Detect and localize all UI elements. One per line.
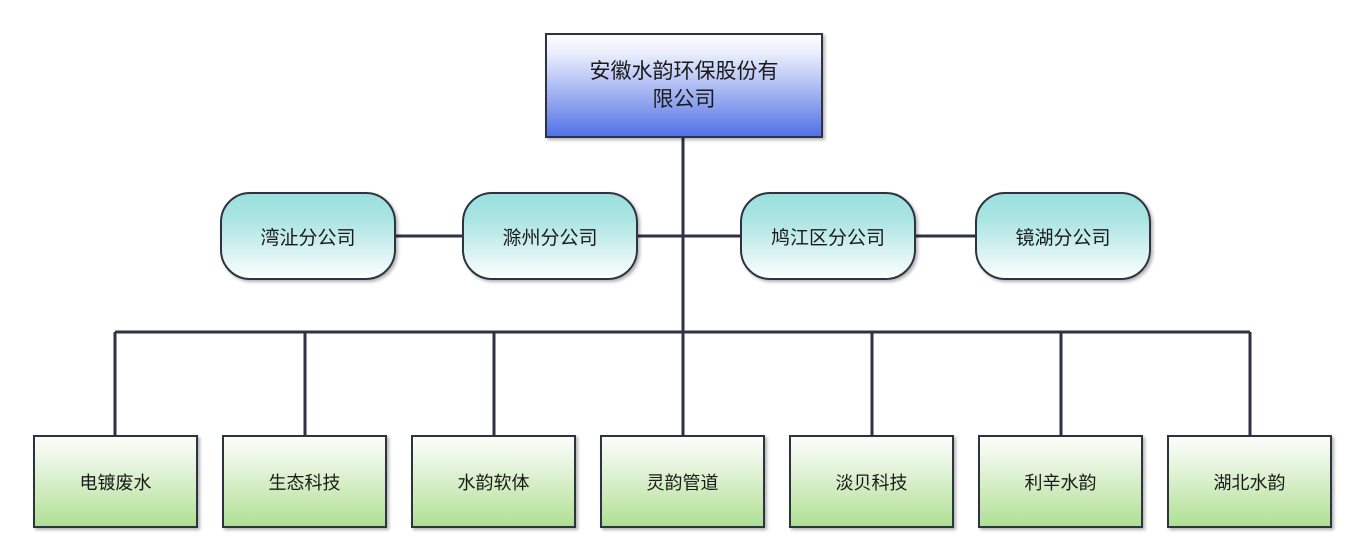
node-leaf-hubeishuiyun-label: 湖北水韵	[1213, 472, 1286, 493]
node-branch-jiujiangqu[interactable]: 鸠江区分公司	[740, 192, 916, 280]
node-branch-jiujiangqu-label: 鸠江区分公司	[770, 227, 885, 249]
node-root-company-label: 安徽水韵环保股份有 限公司	[589, 59, 779, 111]
node-leaf-hubeishuiyun[interactable]: 湖北水韵	[1167, 435, 1332, 528]
node-leaf-shengtaikeji-label: 生态科技	[268, 472, 341, 493]
node-leaf-diandufeishui-label: 电镀废水	[79, 472, 152, 493]
node-leaf-lixinshuiyun[interactable]: 利辛水韵	[978, 435, 1143, 528]
node-root-company[interactable]: 安徽水韵环保股份有 限公司	[545, 33, 823, 138]
node-leaf-shuiyunruanti[interactable]: 水韵软体	[411, 435, 576, 528]
node-leaf-lixinshuiyun-label: 利辛水韵	[1024, 472, 1097, 493]
node-leaf-shengtaikeji[interactable]: 生态科技	[222, 435, 387, 528]
node-branch-jinghu-label: 镜湖分公司	[1015, 227, 1111, 249]
node-leaf-lingyunguandao-label: 灵韵管道	[646, 472, 719, 493]
node-branch-chuzhou[interactable]: 滁州分公司	[462, 192, 638, 280]
node-leaf-danbeikeji-label: 淡贝科技	[835, 472, 908, 493]
node-branch-chuzhou-label: 滁州分公司	[502, 227, 598, 249]
node-leaf-lingyunguandao[interactable]: 灵韵管道	[600, 435, 765, 528]
node-leaf-diandufeishui[interactable]: 电镀废水	[33, 435, 198, 528]
node-branch-jinghu[interactable]: 镜湖分公司	[975, 192, 1151, 280]
node-branch-wanzhi[interactable]: 湾沚分公司	[220, 192, 396, 280]
node-leaf-shuiyunruanti-label: 水韵软体	[457, 472, 530, 493]
node-branch-wanzhi-label: 湾沚分公司	[260, 227, 356, 249]
node-leaf-danbeikeji[interactable]: 淡贝科技	[789, 435, 954, 528]
